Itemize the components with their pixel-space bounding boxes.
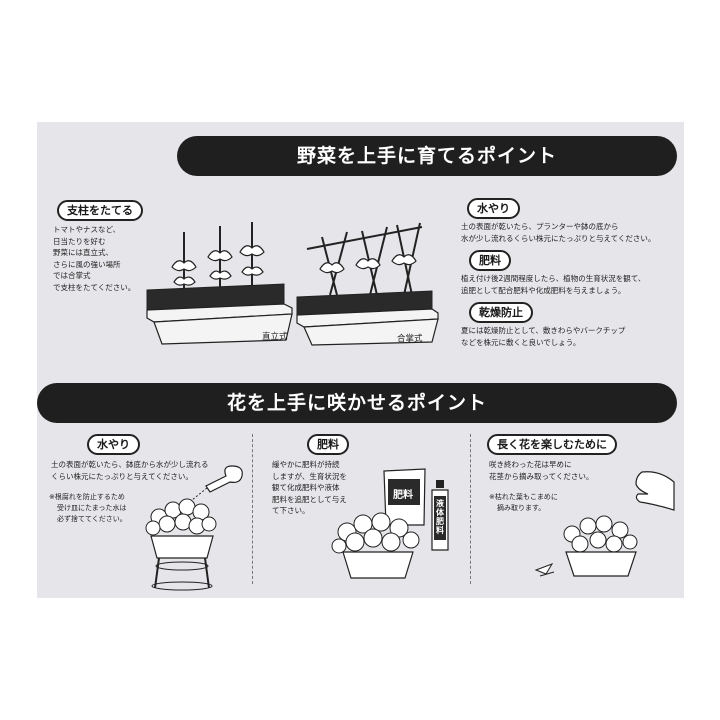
liquid-fertilizer-bottle-illustration	[431, 480, 449, 551]
instruction-sheet: 野菜を上手に育てるポイント 支柱をたてる トマトやナスなど、 日当たりを好む 野…	[37, 122, 684, 598]
fertilizer-bag-label: 肥料	[393, 490, 413, 501]
veg-drying-text: 夏には乾燥防止として、敷きわらやバークチップ などを株元に敷くと良いでしょう。	[461, 326, 626, 347]
flowerpot-fertilizer-illustration	[331, 512, 420, 579]
hand-picking-flower-illustration	[534, 471, 675, 577]
section-divider-2	[470, 434, 471, 584]
planter-straight-illustration	[146, 222, 293, 345]
vegetable-section-title: 野菜を上手に育てるポイント	[177, 136, 677, 176]
stake-text: トマトやナスなど、 日当たりを好む 野菜には直立式、 さらに風の強い場所 では合…	[53, 225, 136, 292]
stake-heading: 支柱をたてる	[57, 200, 143, 221]
veg-drying-heading: 乾燥防止	[469, 302, 533, 323]
flower-section-title: 花を上手に咲かせるポイント	[37, 383, 677, 423]
label-straight: 直立式	[262, 332, 288, 342]
veg-fertilizer-heading: 肥料	[469, 250, 511, 271]
label-crossed: 合掌式	[397, 334, 423, 344]
veg-water-text: 土の表面が乾いたら、プランターや鉢の底から 水が少し流れるくらい株元にたっぷりと…	[461, 222, 656, 243]
section-divider-1	[252, 434, 253, 584]
flower-water-heading: 水やり	[87, 434, 140, 455]
longbloom-heading: 長く花を楽しむために	[487, 434, 617, 455]
veg-water-heading: 水やり	[467, 198, 520, 219]
veg-fertilizer-text: 植え付け後2週間程度したら、植物の生育状況を観て、 追肥として配合肥料や化成肥料…	[461, 274, 646, 295]
flower-fertilizer-heading: 肥料	[307, 434, 349, 455]
planter-crossed-illustration	[296, 222, 439, 346]
flower-water-note: ※根腐れを防止するため 受け皿にたまった水は 必ず捨ててください。	[49, 493, 127, 523]
liquid-fertilizer-label: 液体肥料	[436, 499, 444, 535]
longbloom-text: 咲き終わった花は早めに 花茎から摘み取ってください。	[489, 460, 594, 481]
flower-fertilizer-text: 緩やかに肥料が持続 しますが、生育状況を 観て化成肥料や液体 肥料を追肥として与…	[272, 460, 347, 515]
fertilizer-bag-illustration	[383, 468, 426, 526]
flower-water-text: 土の表面が乾いたら、鉢底から水が少し流れる くらい株元にたっぷりと与えてください…	[51, 460, 209, 481]
longbloom-note: ※枯れた葉もこまめに 摘み取ります。	[489, 493, 558, 512]
watering-flowerpot-illustration	[145, 465, 243, 591]
